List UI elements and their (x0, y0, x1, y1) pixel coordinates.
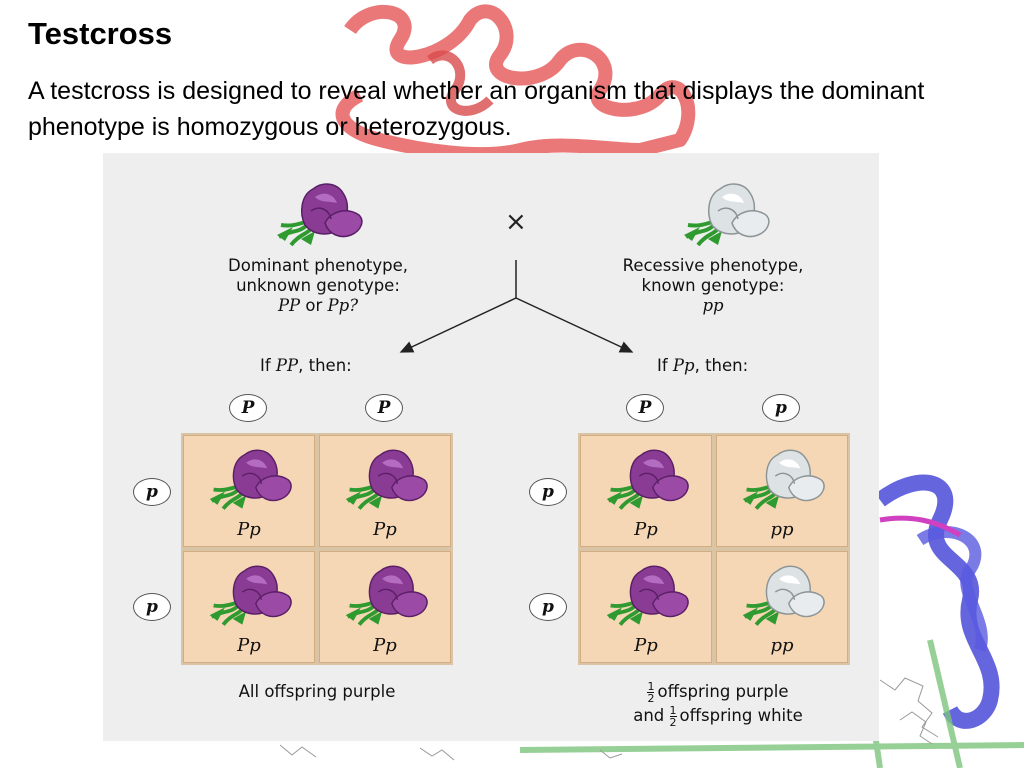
left-top-gamete: P (365, 394, 403, 422)
punnett-cell: Pp (319, 551, 451, 663)
purple-parent-flower-icon (275, 182, 364, 247)
offspring-genotype: Pp (373, 635, 397, 656)
left-side-gamete: p (133, 478, 171, 506)
cross-arrows (399, 260, 634, 353)
left-result: All offspring purple (238, 682, 396, 701)
punnett-cell: Pp (580, 551, 712, 663)
white-flower-icon (740, 564, 826, 627)
left-arrow (399, 297, 517, 353)
punnett-cell: Pp (183, 435, 315, 547)
purple-flower-icon (207, 564, 293, 627)
left-parent-line1: Dominant phenotype, (228, 256, 408, 275)
punnett-cell: pp (716, 435, 848, 547)
right-top-gamete: p (762, 394, 800, 422)
white-flower-icon (740, 448, 826, 511)
purple-flower-icon (604, 448, 690, 511)
offspring-genotype: Pp (634, 635, 658, 656)
punnett-cell: Pp (580, 435, 712, 547)
left-parent-description: Dominant phenotype, unknown genotype: PP… (183, 256, 453, 316)
right-parent-description: Recessive phenotype, known genotype: pp (583, 256, 843, 316)
left-parent-genotype: PP or Pp? (277, 296, 359, 315)
offspring-genotype: Pp (634, 519, 658, 540)
white-parent-flower-icon (682, 182, 771, 247)
purple-flower-icon (343, 448, 429, 511)
offspring-genotype: Pp (373, 519, 397, 540)
cross-symbol: × (505, 207, 527, 237)
purple-flower-icon (604, 564, 690, 627)
right-parent-line2: known genotype: (641, 276, 785, 295)
right-side-gamete: p (529, 478, 567, 506)
right-side-gamete: p (529, 593, 567, 621)
left-parent-line2: unknown genotype: (236, 276, 400, 295)
left-punnett-square: Pp Pp Pp Pp (181, 433, 453, 665)
purple-flower-icon (207, 448, 293, 511)
offspring-genotype: Pp (237, 519, 261, 540)
offspring-genotype: pp (770, 519, 794, 540)
left-side-gamete: p (133, 593, 171, 621)
purple-flower-icon (343, 564, 429, 627)
left-top-gamete: P (229, 394, 267, 422)
slide-title: Testcross (28, 16, 173, 51)
punnett-cell: pp (716, 551, 848, 663)
right-punnett-square: Pp pp Pp pp (578, 433, 850, 665)
testcross-diagram: × Dominant phenotype, unknown genotype: … (103, 153, 879, 741)
right-case-heading: If Pp, then: (657, 356, 749, 375)
offspring-genotype: Pp (237, 635, 261, 656)
offspring-genotype: pp (770, 635, 794, 656)
right-parent-line1: Recessive phenotype, (622, 256, 804, 275)
punnett-cell: Pp (319, 435, 451, 547)
right-parent-genotype: pp (702, 296, 724, 315)
right-top-gamete: P (626, 394, 664, 422)
left-case-heading: If PP, then: (260, 356, 352, 375)
right-arrow (515, 297, 634, 353)
punnett-cell: Pp (183, 551, 315, 663)
slide-description: A testcross is designed to reveal whethe… (28, 77, 925, 141)
